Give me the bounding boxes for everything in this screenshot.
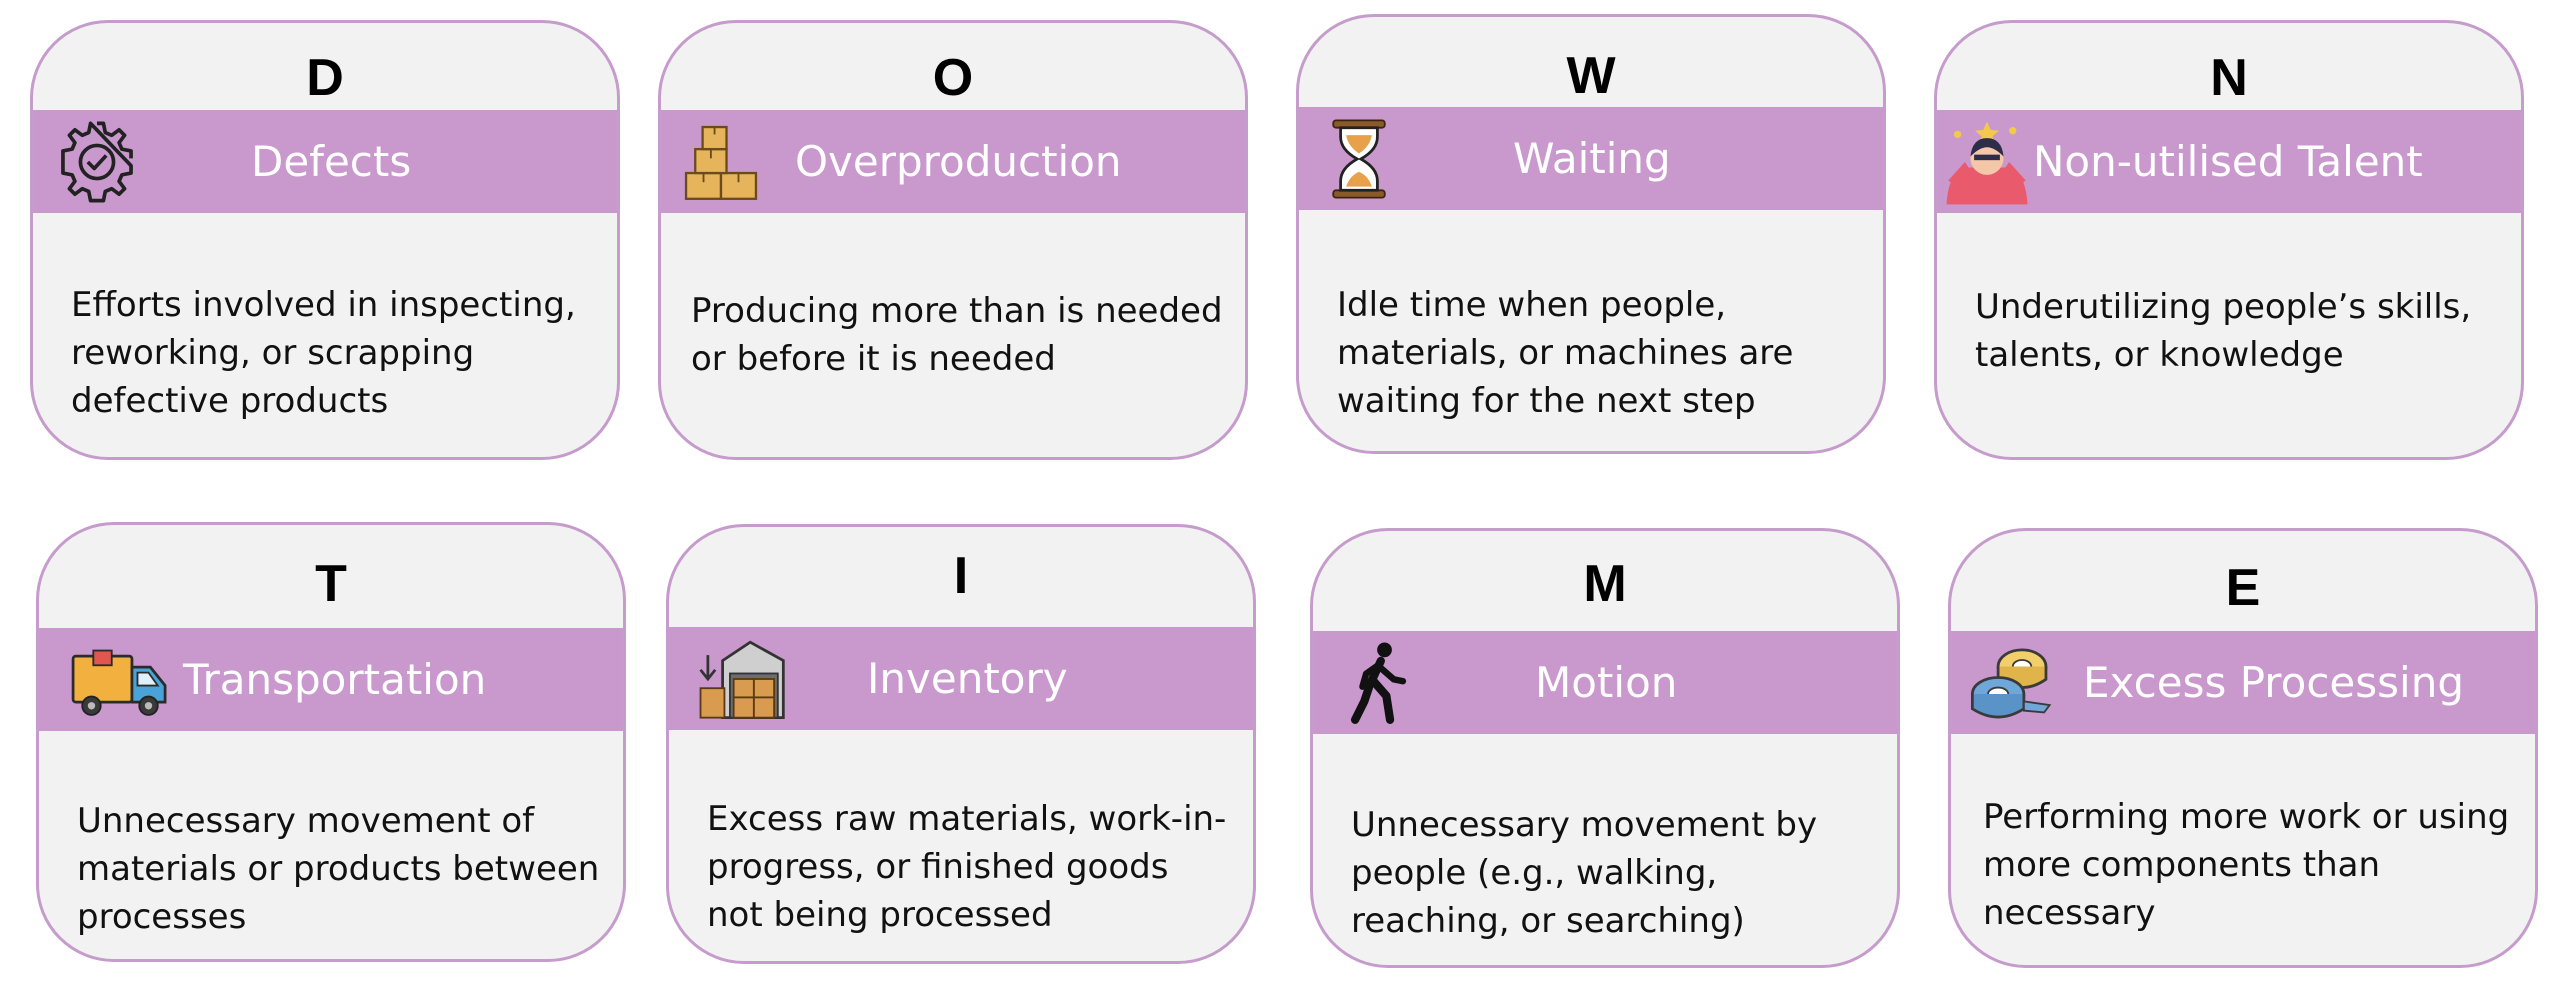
card-description: Producing more than is needed or before … [691,291,1223,379]
card-header-band: Transportation [39,628,623,731]
card-header-band: Excess Processing [1951,631,2535,734]
card-title: Excess Processing [2083,658,2464,707]
card-defects: D Defects Efforts involved in inspecting… [30,20,620,460]
gear-icon [51,116,143,208]
card-title: Non-utilised Talent [2033,137,2423,186]
card-overproduction: O Overproduction Producing more than is [658,20,1248,460]
card-header-band: Motion [1313,631,1897,734]
stacked-boxes-icon [675,116,767,208]
card-title: Waiting [1513,134,1671,183]
tape-rolls-icon [1965,637,2057,729]
card-motion: M Motion Unnecessary movement by people … [1310,528,1900,968]
card-letter: M [1583,555,1627,613]
warehouse-icon [695,633,787,725]
truck-icon [69,634,171,726]
card-excess-processing: E Excess Processing Performing more work… [1948,528,2538,968]
card-header-band: Inventory [669,627,1253,730]
card-description: Unnecessary movement by people (e.g., wa… [1351,805,1818,941]
card-description: Excess raw materials, work-in-progress, … [707,799,1227,935]
card-header-band: Defects [33,110,617,213]
card-description: Unnecessary movement of materials or pro… [77,801,600,937]
walking-person-icon [1333,637,1425,729]
card-description: Underutilizing people’s skills, talents,… [1975,287,2472,375]
card-header-band: Waiting [1299,107,1883,210]
card-header-band: Overproduction [661,110,1245,213]
card-description: Idle time when people, materials, or mac… [1337,285,1794,421]
card-description: Performing more work or using more compo… [1983,797,2510,933]
card-title: Inventory [867,654,1068,703]
person-icon [1941,116,2033,208]
card-title: Overproduction [795,137,1122,186]
card-title: Transportation [183,655,487,704]
card-header-band: Non-utilised Talent [1937,110,2521,213]
card-inventory: I Inventory Excess raw materials, work-i… [666,524,1256,964]
hourglass-icon [1313,113,1405,205]
card-letter: I [953,547,969,605]
card-title: Defects [251,137,412,186]
card-letter: O [932,49,974,107]
card-letter: W [1566,47,1616,105]
card-letter: D [306,49,344,107]
card-non-utilised-talent: N Non-utilised Talent Underutilizing peo… [1934,20,2524,460]
card-transportation: T Transportation Unnecessary movement of… [36,522,626,962]
card-waiting: W Waiting Idle time when people, materia… [1296,14,1886,454]
card-letter: N [2210,49,2248,107]
card-letter: E [2225,559,2261,617]
card-description: Efforts involved in inspecting, reworkin… [71,285,576,421]
card-title: Motion [1535,658,1678,707]
card-letter: T [315,555,347,613]
